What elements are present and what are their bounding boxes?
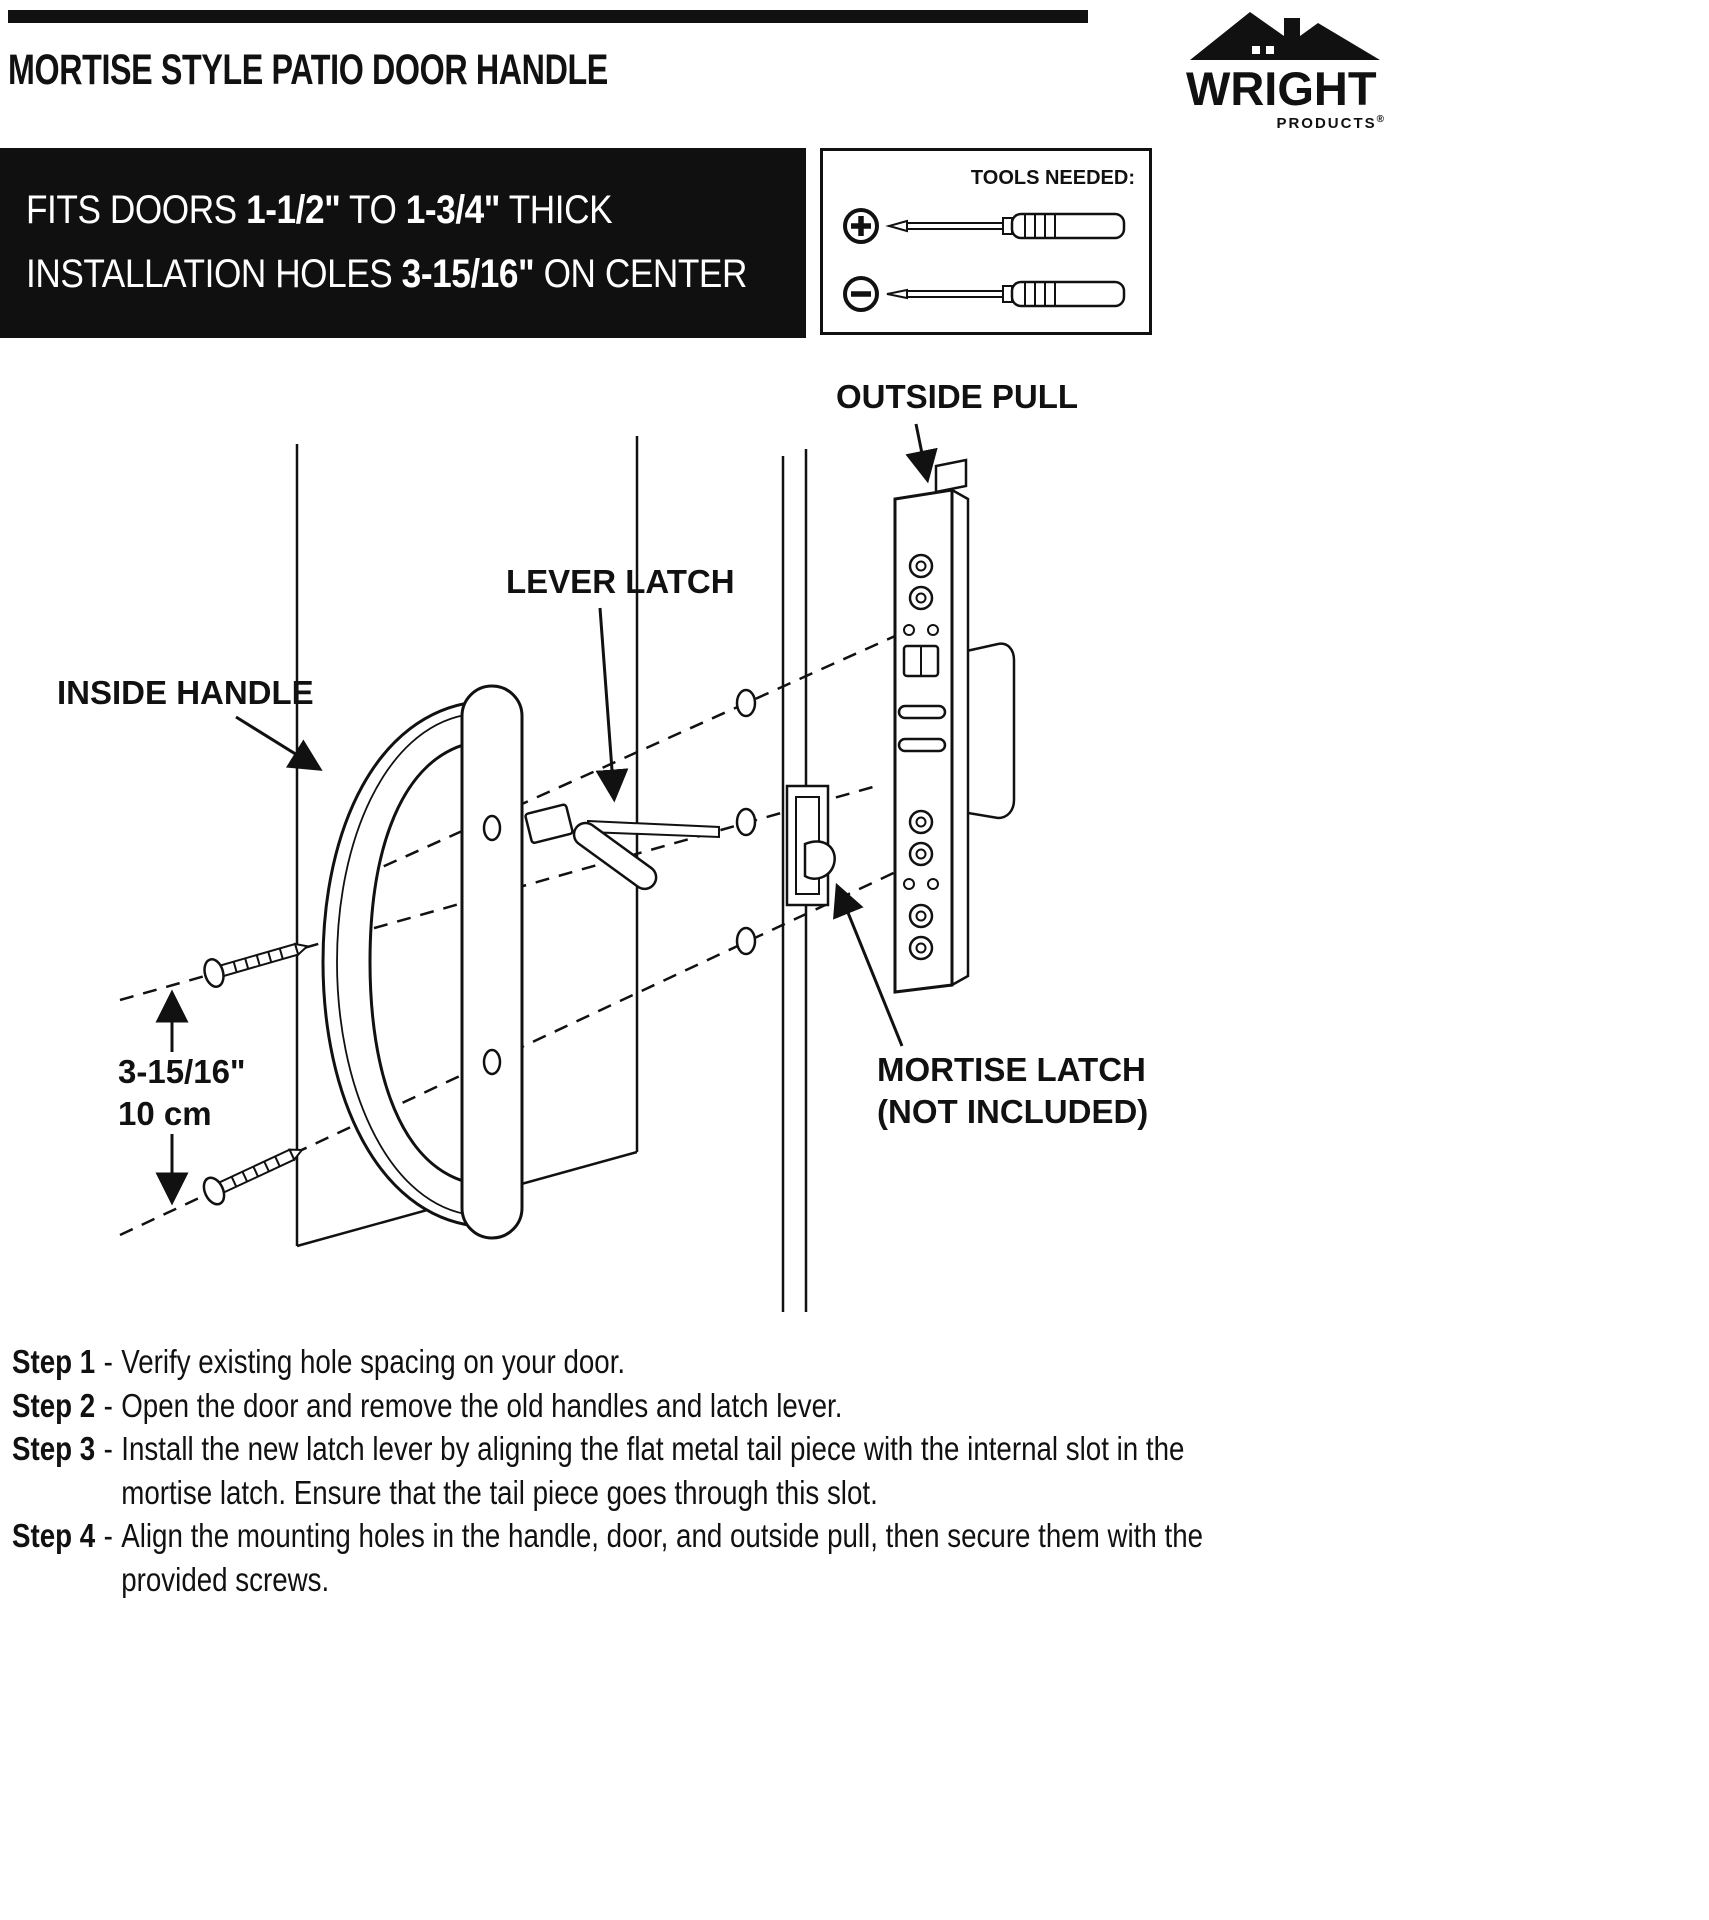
mortise-latch-drawing	[785, 784, 836, 907]
mounting-screw-bottom	[202, 1148, 304, 1206]
lever-latch-label: LEVER LATCH	[506, 563, 735, 600]
lever-latch-arrow	[595, 607, 629, 803]
plate-screw-hole-bottom	[482, 1048, 502, 1076]
phillips-screwdriver-icon	[885, 212, 1126, 240]
dimension-label-backing	[110, 1052, 260, 1134]
step-text: Align the mounting holes in the handle, …	[121, 1517, 1204, 1598]
tools-needed-label: TOOLS NEEDED:	[971, 167, 1135, 189]
tools-needed-box: TOOLS NEEDED:	[820, 148, 1152, 335]
flathead-symbol-icon	[843, 276, 879, 312]
inside-handle-label: INSIDE HANDLE	[57, 674, 314, 711]
step-label: Step 3-	[12, 1430, 113, 1468]
spec-line-2: INSTALLATION HOLES 3-15/16" ON CENTER	[26, 252, 747, 296]
handle-escutcheon-plate	[460, 684, 524, 1240]
mortise-latch-arrow	[833, 882, 904, 1047]
pull-top-tab	[934, 458, 968, 494]
mortise-latch-label-line1: MORTISE LATCH	[877, 1051, 1146, 1088]
mounting-screw-top	[203, 942, 310, 988]
installation-diagram: OUTSIDE PULL LEVER LATCH INSIDE HANDLE M…	[0, 350, 1709, 1335]
door-holes	[735, 688, 757, 956]
mortise-latch-label-line2: (NOT INCLUDED)	[877, 1093, 1148, 1130]
flathead-screwdriver-icon	[886, 280, 1126, 308]
latch-tail-piece	[587, 819, 720, 839]
outside-pull-arrow	[905, 423, 938, 484]
dimension-inches-label: 3-15/16"	[118, 1053, 246, 1090]
plate-screw-hole-top	[482, 814, 502, 842]
alignment-dashed-line-top	[339, 607, 956, 888]
lever-latch-drawing	[524, 803, 720, 891]
outside-pull-label: OUTSIDE PULL	[836, 378, 1078, 415]
steps-list: Step 1-Verify existing hole spacing on y…	[12, 1340, 1430, 1601]
logo-sub-text: PRODUCTS®	[1276, 113, 1384, 132]
registered-mark: ®	[1376, 113, 1384, 125]
logo-brand-text: WRIGHT	[1186, 62, 1377, 115]
step-text: Open the door and remove the old handles…	[121, 1386, 843, 1424]
step-label: Step 4-	[12, 1517, 113, 1555]
pull-grip	[960, 642, 1016, 820]
inside-handle-arrow	[235, 715, 323, 771]
step-label: Step 2-	[12, 1386, 113, 1424]
top-rule	[8, 10, 1088, 23]
spec-banner: FITS DOORS 1-1/2" TO 1-3/4" THICK INSTAL…	[0, 148, 806, 338]
step-label: Step 1-	[12, 1343, 113, 1380]
wright-logo: WRIGHT PRODUCTS®	[1186, 6, 1384, 132]
page-title: MORTISE STYLE PATIO DOOR HANDLE	[8, 46, 608, 94]
phillips-head-icon	[843, 208, 879, 244]
spec-line-1: FITS DOORS 1-1/2" TO 1-3/4" THICK	[26, 188, 613, 232]
roof-icon	[1190, 12, 1380, 60]
step-text: Verify existing hole spacing on your doo…	[121, 1343, 626, 1380]
outside-pull-drawing	[893, 458, 1016, 994]
step-text: Install the new latch lever by aligning …	[121, 1430, 1185, 1511]
dimension-cm-label: 10 cm	[118, 1095, 212, 1132]
pull-side-face	[950, 487, 970, 988]
inside-handle-drawing	[321, 684, 524, 1240]
